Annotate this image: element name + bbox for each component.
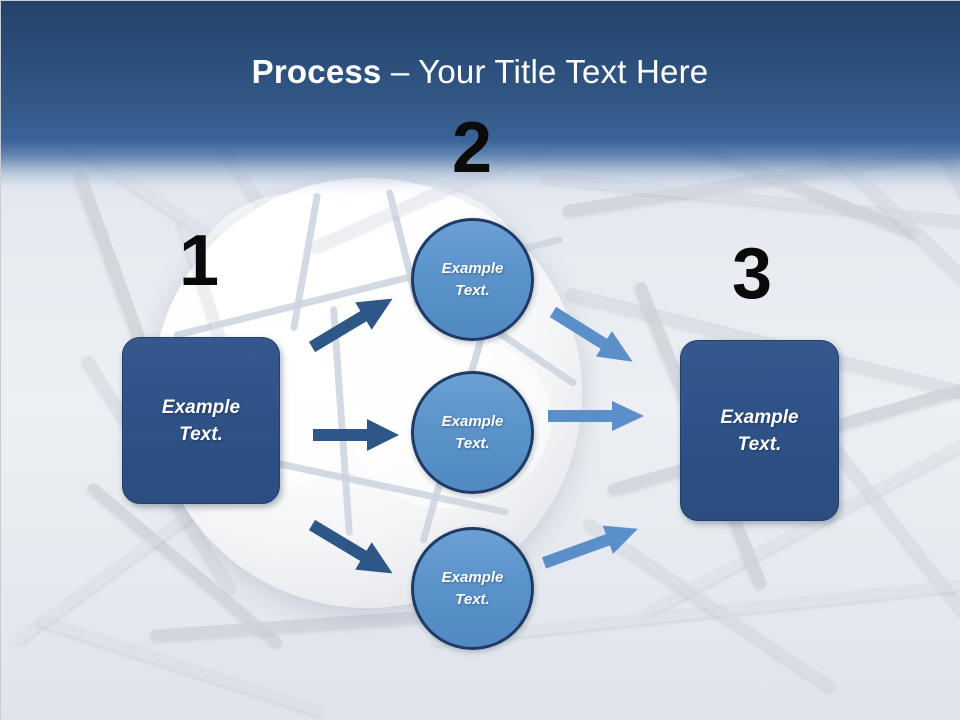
arrow-middle-to-end <box>548 401 644 431</box>
arrow-right-icon <box>548 401 644 431</box>
step-number-1: 1 <box>178 221 220 301</box>
arrow-top-to-end <box>545 299 641 374</box>
arrow-up-right-icon <box>541 525 638 569</box>
end-box-line2: Text. <box>737 433 782 455</box>
circle-1-line2: Text. <box>455 281 490 299</box>
end-box-label: Example Text. <box>720 404 798 458</box>
process-circle-2-label: Example Text. <box>442 411 504 455</box>
start-box[interactable]: Example Text. <box>122 337 280 504</box>
step-number-2: 2 <box>451 108 493 188</box>
circle-2-line2: Text. <box>455 434 490 452</box>
start-box-line2: Text. <box>179 423 223 445</box>
process-circle-3[interactable]: Example Text. <box>411 527 534 650</box>
page-title-rest: – Your Title Text Here <box>381 53 709 90</box>
process-circle-1-label: Example Text. <box>442 258 504 302</box>
net-strand <box>609 106 921 241</box>
end-box-line1: Example <box>720 406 799 428</box>
process-circle-3-label: Example Text. <box>442 567 504 611</box>
start-box-label: Example Text. <box>162 394 240 448</box>
step-number-3: 3 <box>731 234 773 314</box>
arrow-start-to-middle <box>313 419 399 451</box>
arrow-up-right-icon <box>308 298 393 353</box>
page-title: Process – Your Title Text Here <box>0 52 960 92</box>
circle-1-line1: Example <box>441 259 504 277</box>
end-box[interactable]: Example Text. <box>680 340 839 521</box>
arrow-start-to-top <box>304 285 401 361</box>
circle-3-line2: Text. <box>455 590 490 608</box>
arrow-down-right-icon <box>308 519 393 574</box>
process-circle-1[interactable]: Example Text. <box>411 218 534 341</box>
circle-3-line1: Example <box>441 568 504 586</box>
arrow-right-icon <box>313 419 399 451</box>
arrow-start-to-bottom <box>304 511 401 587</box>
page-title-bold: Process <box>251 53 382 90</box>
start-box-line1: Example <box>161 396 241 418</box>
arrow-bottom-to-end <box>539 515 643 577</box>
process-circle-2[interactable]: Example Text. <box>411 371 534 494</box>
arrow-down-right-icon <box>549 306 633 362</box>
circle-2-line1: Example <box>441 412 504 430</box>
